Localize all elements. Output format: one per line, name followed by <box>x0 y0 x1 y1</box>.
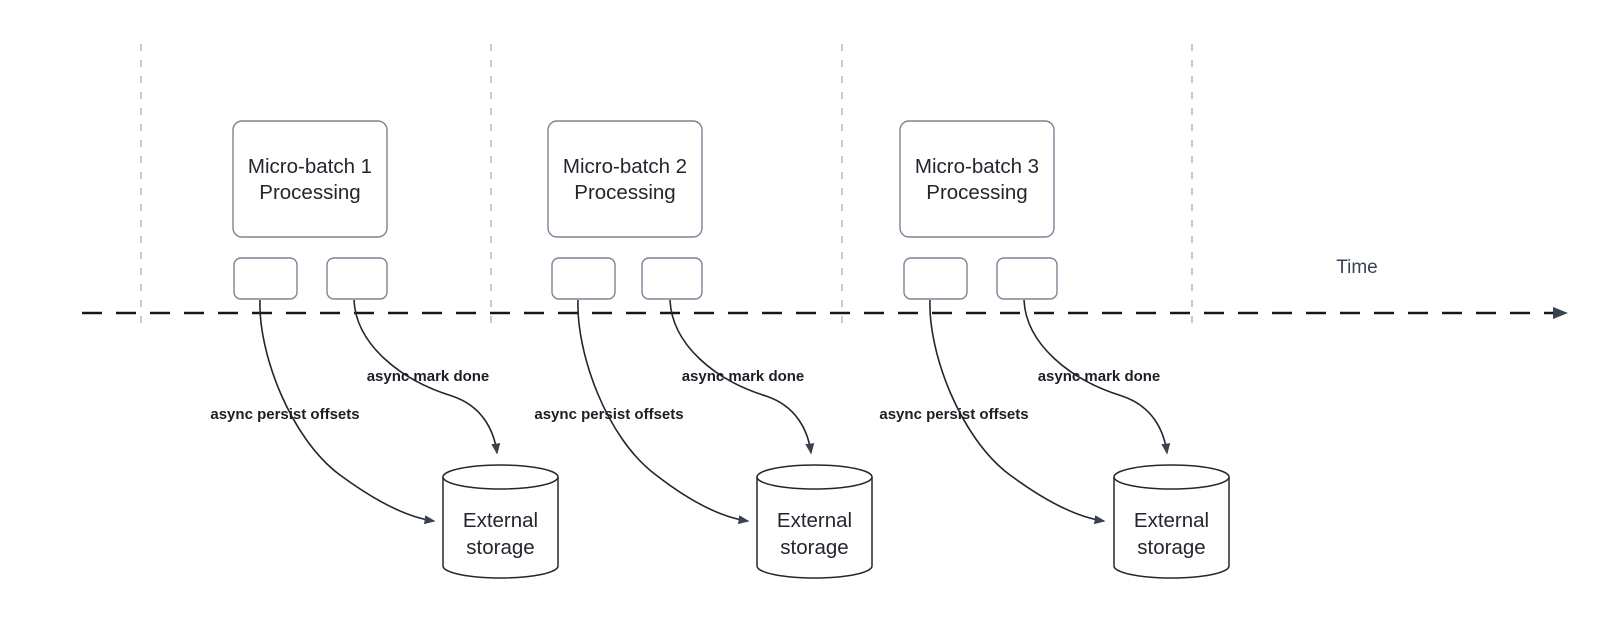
async-persist-offsets-edge-2 <box>577 299 750 525</box>
micro-batch-2-box[interactable] <box>547 120 703 238</box>
task-box-2a[interactable] <box>551 257 616 300</box>
async-mark-done-edge-3 <box>1023 299 1171 455</box>
async-persist-offsets-edge-1-label: async persist offsets <box>210 406 359 423</box>
micro-batch-3-box-line2: Processing <box>926 181 1027 204</box>
async-persist-offsets-edge-3 <box>929 299 1106 525</box>
task-box-1a[interactable] <box>233 257 298 300</box>
time-axis: Time <box>82 257 1568 319</box>
micro-batch-1-box-line1: Micro-batch 1 <box>248 155 372 178</box>
external-storage-1-top <box>442 464 559 490</box>
external-storage-1-body <box>442 477 559 579</box>
external-storage-3-line2: storage <box>1137 536 1205 559</box>
async-persist-offsets-edge-2-label: async persist offsets <box>534 406 683 423</box>
micro-batch-3-box-line1: Micro-batch 3 <box>915 155 1039 178</box>
external-storage-2-line2: storage <box>780 536 848 559</box>
task-box-2b[interactable] <box>641 257 703 300</box>
external-storage-2-top <box>756 464 873 490</box>
micro-batch-2-box-line2: Processing <box>574 181 675 204</box>
task-box-3a[interactable] <box>903 257 968 300</box>
time-axis-label: Time <box>1336 257 1378 278</box>
external-storage-2-line1: External <box>777 509 852 532</box>
external-storage-1-line1: External <box>463 509 538 532</box>
micro-batch-2-box-line1: Micro-batch 2 <box>563 155 687 178</box>
task-box-1b[interactable] <box>326 257 388 300</box>
async-persist-offsets-edge-1 <box>259 299 436 525</box>
async-mark-done-edge-3-label: async mark done <box>1038 368 1161 385</box>
external-storage-3-line1: External <box>1134 509 1209 532</box>
external-storage-3-body <box>1113 477 1230 579</box>
micro-batch-1-box-line2: Processing <box>259 181 360 204</box>
external-storage-3-top <box>1113 464 1230 490</box>
async-persist-offsets-edge-3-label: async persist offsets <box>879 406 1028 423</box>
async-mark-done-edge-1 <box>353 299 501 455</box>
micro-batch-3-box[interactable] <box>899 120 1055 238</box>
async-mark-done-edge-2-label: async mark done <box>682 368 805 385</box>
async-mark-done-edge-1-label: async mark done <box>367 368 490 385</box>
external-storage-2-body <box>756 477 873 579</box>
task-box-3b[interactable] <box>996 257 1058 300</box>
async-mark-done-edge-2 <box>669 299 815 455</box>
external-storage-1-line2: storage <box>466 536 534 559</box>
micro-batch-1-box[interactable] <box>232 120 388 238</box>
